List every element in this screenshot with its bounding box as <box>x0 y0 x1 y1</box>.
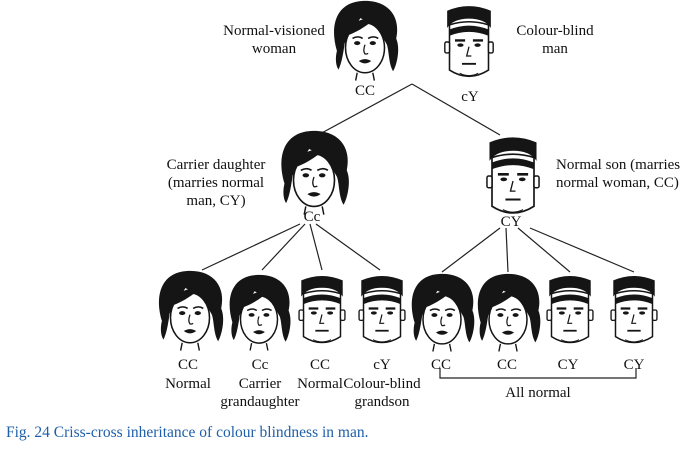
grandchild-2-genotype: Cc <box>251 357 269 373</box>
son-face-icon <box>485 136 541 215</box>
grandchild-8-genotype: CY <box>623 357 645 373</box>
line-daughter-to-child-2 <box>261 223 306 271</box>
line-parents-to-daughter <box>317 83 413 136</box>
daughter-label: Carrier daughter (marries normal man, CY… <box>166 157 266 209</box>
grandchild-5-face-icon <box>411 273 476 353</box>
line-son-to-child-5 <box>441 227 501 273</box>
line-daughter-to-child-1 <box>201 223 301 271</box>
grandchild-4-label: Colour-blind grandson <box>343 376 421 410</box>
grandchild-4-face-icon <box>357 274 407 344</box>
son-genotype: CY <box>500 214 522 230</box>
grandchild-7-face-icon <box>545 274 595 344</box>
son-label: Normal son (marries normal woman, CC) <box>556 157 681 191</box>
daughter-genotype: Cc <box>303 209 321 225</box>
grandchild-2-label: Carrier grandaughter <box>220 376 300 410</box>
daughter-face-icon <box>280 130 350 216</box>
line-daughter-to-child-3 <box>309 223 323 271</box>
grandchild-2-face-icon <box>228 274 292 352</box>
grandchild-6-genotype: CC <box>496 357 517 373</box>
line-parents-to-son <box>411 83 501 136</box>
grandchild-3-label: Normal <box>297 376 343 392</box>
grandchild-4-genotype: cY <box>373 357 391 373</box>
line-daughter-to-child-4 <box>315 223 381 271</box>
line-son-to-child-8 <box>529 227 635 273</box>
all-normal-label: All normal <box>505 385 571 401</box>
father-face-icon <box>443 4 495 78</box>
mother-genotype: CC <box>354 83 375 99</box>
line-son-to-child-6 <box>505 227 509 273</box>
father-label: Colour-blind man <box>516 23 594 57</box>
all-normal-bracket <box>439 368 637 379</box>
figure-caption: Fig. 24 Criss-cross inheritance of colou… <box>6 424 369 441</box>
mother-label: Normal-visioned woman <box>223 23 325 57</box>
father-genotype: cY <box>461 89 479 105</box>
grandchild-3-genotype: CC <box>309 357 330 373</box>
line-son-to-child-7 <box>517 227 571 273</box>
mother-face-icon <box>333 0 399 82</box>
grandchild-1-face-icon <box>158 270 224 352</box>
grandchild-1-label: Normal <box>165 376 211 392</box>
grandchild-6-face-icon <box>477 273 542 353</box>
grandchild-3-face-icon <box>297 274 347 344</box>
grandchild-1-genotype: CC <box>177 357 198 373</box>
grandchild-7-genotype: CY <box>557 357 579 373</box>
grandchild-8-face-icon <box>609 274 659 344</box>
grandchild-5-genotype: CC <box>430 357 451 373</box>
